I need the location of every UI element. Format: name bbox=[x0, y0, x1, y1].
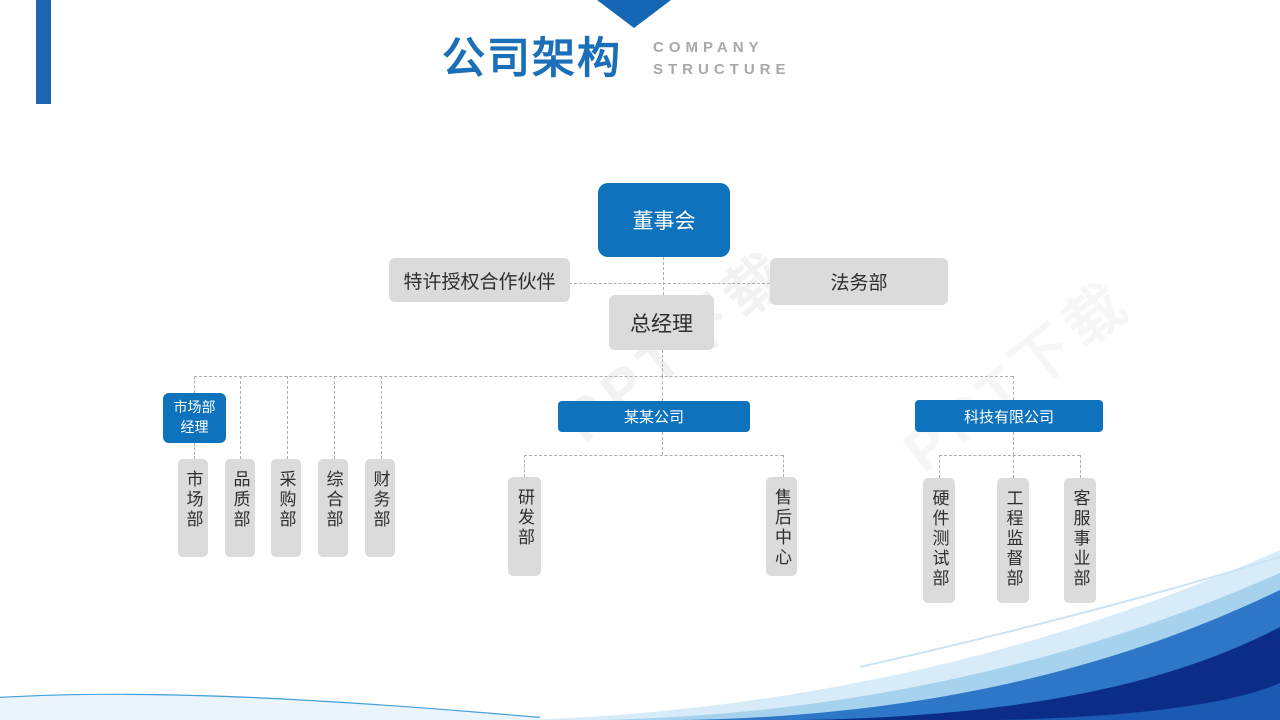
dept-label: 市场部 bbox=[183, 470, 203, 530]
connector-line bbox=[663, 257, 664, 295]
org-node-dept[interactable]: 财务部 bbox=[365, 459, 395, 557]
dept-label: 工程监督部 bbox=[1003, 489, 1023, 589]
org-node-dept[interactable]: 硬件测试部 bbox=[923, 478, 955, 603]
org-node-dept[interactable]: 客服事业部 bbox=[1064, 478, 1096, 603]
connector-line bbox=[662, 376, 663, 401]
connector-line bbox=[524, 455, 525, 477]
org-node-dept[interactable]: 品质部 bbox=[225, 459, 255, 557]
org-node-general-manager[interactable]: 总经理 bbox=[609, 295, 714, 350]
org-node-board[interactable]: 董事会 bbox=[598, 183, 730, 257]
marketing-manager-line1: 市场部 bbox=[173, 399, 216, 416]
connector-line bbox=[662, 432, 663, 455]
org-node-company-a[interactable]: 某某公司 bbox=[558, 401, 750, 432]
left-accent-bar bbox=[36, 0, 51, 104]
org-node-dept[interactable]: 采购部 bbox=[271, 459, 301, 557]
connector-line bbox=[1013, 455, 1014, 478]
connector-line bbox=[381, 376, 382, 459]
connector-line bbox=[662, 350, 663, 376]
connector-line bbox=[240, 376, 241, 459]
connector-line bbox=[194, 443, 195, 459]
connector-line bbox=[334, 376, 335, 459]
dept-label: 综合部 bbox=[323, 470, 343, 530]
dept-label: 财务部 bbox=[370, 470, 390, 530]
org-node-dept[interactable]: 售后中心 bbox=[766, 477, 797, 576]
connector-line bbox=[569, 283, 770, 284]
dept-label: 采购部 bbox=[276, 470, 296, 530]
connector-line bbox=[1080, 455, 1081, 478]
dept-label: 品质部 bbox=[230, 470, 250, 530]
subtitle-line1: COMPANY bbox=[653, 39, 764, 56]
connector-line bbox=[939, 455, 940, 478]
connector-line bbox=[194, 376, 195, 393]
connector-line bbox=[1013, 432, 1014, 455]
org-node-dept[interactable]: 工程监督部 bbox=[997, 478, 1029, 603]
org-node-legal-dept[interactable]: 法务部 bbox=[770, 258, 948, 305]
dept-label: 硬件测试部 bbox=[929, 489, 949, 589]
page-title: 公司架构 bbox=[442, 35, 622, 83]
page-subtitle: COMPANY STRUCTURE bbox=[653, 37, 791, 81]
org-node-dept[interactable]: 综合部 bbox=[318, 459, 348, 557]
connector-line bbox=[287, 376, 288, 459]
org-node-marketing-manager[interactable]: 市场部 经理 bbox=[163, 393, 226, 443]
connector-line bbox=[939, 455, 1080, 456]
org-node-franchise-partners[interactable]: 特许授权合作伙伴 bbox=[389, 258, 570, 302]
org-node-dept[interactable]: 市场部 bbox=[178, 459, 208, 557]
connector-line bbox=[1013, 376, 1014, 400]
connector-line bbox=[194, 376, 1013, 377]
connector-line bbox=[524, 455, 783, 456]
dept-label: 客服事业部 bbox=[1070, 489, 1090, 589]
org-node-dept[interactable]: 研发部 bbox=[508, 477, 541, 576]
dept-label: 售后中心 bbox=[772, 488, 791, 568]
header-arrow-icon bbox=[597, 0, 671, 28]
org-node-tech-company[interactable]: 科技有限公司 bbox=[915, 400, 1103, 432]
bottom-wave-decoration bbox=[0, 550, 1280, 720]
marketing-manager-line2: 经理 bbox=[180, 419, 209, 435]
connector-line bbox=[783, 455, 784, 477]
dept-label: 研发部 bbox=[515, 488, 534, 548]
subtitle-line2: STRUCTURE bbox=[653, 61, 791, 78]
